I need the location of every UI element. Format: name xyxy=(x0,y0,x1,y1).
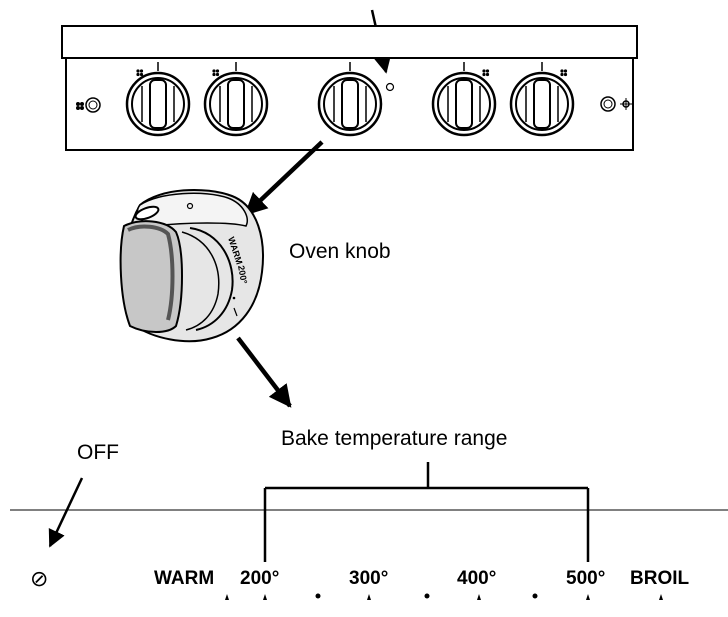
panel-oven-knob[interactable] xyxy=(317,62,383,137)
panel-knob-5[interactable] xyxy=(509,62,575,137)
panel-knob-4[interactable] xyxy=(431,62,497,137)
off-arrow xyxy=(48,477,84,548)
burner-grid-icon xyxy=(76,102,84,110)
light-bulb-icon xyxy=(620,98,632,110)
oven-knob-label: Oven knob xyxy=(289,240,391,263)
scale-500: 500° xyxy=(566,568,606,589)
off-symbol-icon: ⊘ xyxy=(30,566,49,591)
bake-range-label: Bake temperature range xyxy=(281,427,508,450)
control-panel xyxy=(61,25,638,151)
scale-300: 300° xyxy=(349,568,389,589)
scale-200: 200° xyxy=(240,568,280,589)
scale-broil: BROIL xyxy=(630,568,690,589)
scale-ticks xyxy=(225,593,663,600)
panel-knob-1[interactable] xyxy=(125,62,191,137)
bake-range-bracket xyxy=(263,462,590,562)
knob-face-200: 200° xyxy=(236,265,249,285)
indicator-light xyxy=(385,82,395,92)
zoom-arrow-scale xyxy=(236,336,292,408)
zoom-arrow-knob xyxy=(244,140,324,216)
off-label: OFF xyxy=(77,441,119,464)
scale-warm: WARM xyxy=(154,568,215,589)
scale-400: 400° xyxy=(457,568,497,589)
enlarged-oven-knob: WARM 200° xyxy=(119,188,264,343)
panel-knob-2[interactable] xyxy=(203,62,269,137)
